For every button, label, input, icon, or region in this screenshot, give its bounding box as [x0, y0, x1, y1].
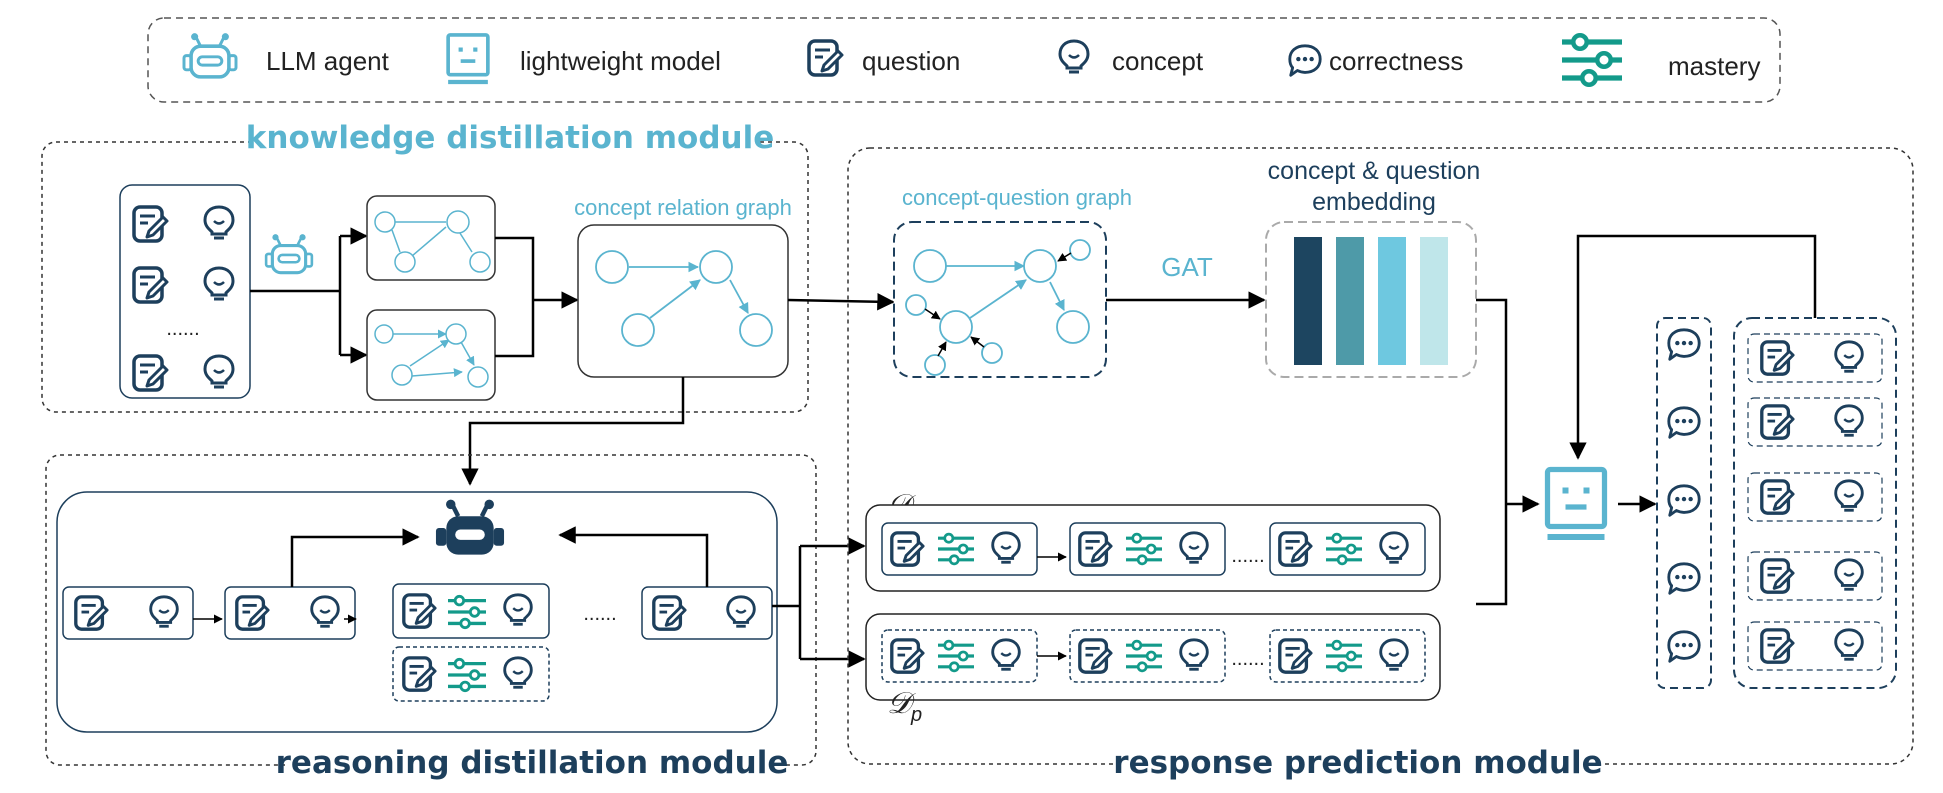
reasoning-module-box [45, 454, 817, 766]
embedding-bar-4 [1420, 237, 1448, 365]
concept-relation-graph-label: concept relation graph [574, 195, 792, 220]
sliders-icon [936, 532, 976, 566]
dp-items: ...... [881, 629, 1426, 683]
embedding-bar-1 [1294, 237, 1322, 365]
sliders-icon [446, 657, 488, 693]
sliders-icon [1124, 639, 1164, 673]
ellipsis: ...... [1231, 545, 1264, 567]
gat-label: GAT [1161, 252, 1213, 282]
monitor-icon [1548, 470, 1605, 538]
ellipsis: ...... [583, 603, 616, 625]
qc-column-items [1747, 333, 1883, 671]
correctness-column [1656, 317, 1712, 689]
lightbulb-icon [1058, 39, 1090, 74]
concept-question-graph-label: concept-question graph [902, 185, 1132, 210]
legend-label-question: question [862, 46, 960, 76]
monitor-icon [448, 35, 488, 82]
legend-label-lightweight-model: lightweight model [520, 46, 721, 76]
legend: LLM agent lightweight model question con… [182, 32, 1760, 85]
legend-label-concept: concept [1112, 46, 1204, 76]
sliders-icon [1324, 639, 1364, 673]
embedding-bar-3 [1378, 237, 1406, 365]
dr-items: ...... [881, 522, 1426, 576]
sliders-icon [1124, 532, 1164, 566]
legend-label-llm-agent: LLM agent [266, 46, 390, 76]
sliders-icon [1562, 35, 1622, 85]
sliders-icon [446, 594, 488, 630]
sliders-icon [936, 639, 976, 673]
response-module-box [847, 147, 1914, 765]
robot-icon [264, 233, 314, 275]
knowledge-module-title: knowledge distillation module [246, 120, 774, 156]
embedding-label-line1: concept & question [1268, 157, 1481, 185]
input-list-box [119, 184, 251, 399]
robot-icon [182, 32, 238, 79]
embedding-label-line2: embedding [1312, 188, 1436, 216]
ellipsis: ...... [1231, 648, 1264, 670]
concept-relation-graph [577, 224, 789, 378]
sliders-icon [1324, 532, 1364, 566]
legend-label-correctness: correctness [1329, 46, 1463, 76]
speech-bubble-icon [1288, 44, 1322, 77]
question-icon [807, 39, 844, 77]
embedding-bar-2 [1336, 237, 1364, 365]
ellipsis: ...... [166, 318, 199, 340]
reasoning-module-title: reasoning distillation module [276, 745, 789, 781]
response-module-title: response prediction module [1113, 745, 1602, 781]
legend-box [147, 17, 1781, 103]
legend-label-mastery: mastery [1668, 51, 1760, 81]
